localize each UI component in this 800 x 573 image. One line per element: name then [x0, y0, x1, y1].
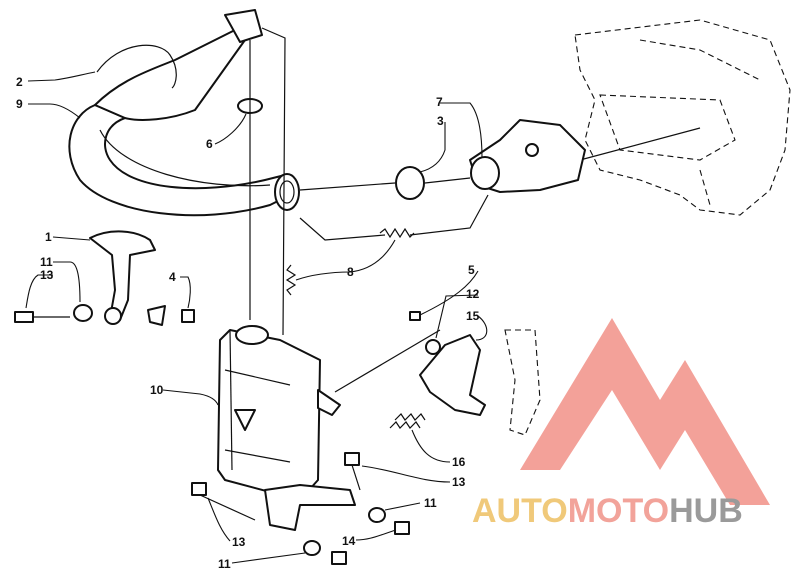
- pipe-spring: [96, 44, 177, 89]
- pipe-bracket: [14, 230, 195, 326]
- callout-11-bracket: 11: [40, 255, 53, 269]
- callout-2: 2: [16, 75, 23, 89]
- callout-6: 6: [206, 137, 213, 151]
- callout-12: 12: [466, 287, 480, 301]
- leader-lines: [25, 71, 488, 564]
- engine-outline: [574, 19, 791, 216]
- callout-3: 3: [437, 114, 444, 128]
- callout-7: 7: [436, 95, 443, 109]
- watermark-logo: [520, 318, 770, 505]
- callout-16: 16: [452, 455, 466, 469]
- muffler-hardware: [191, 452, 410, 565]
- spring-vertical: [285, 264, 297, 296]
- watermark-hub: HUB: [669, 492, 743, 530]
- seal-ring: [395, 166, 425, 200]
- mount-plate: [389, 311, 541, 436]
- callout-8: 8: [347, 265, 354, 279]
- callout-9: 9: [16, 97, 23, 111]
- callout-13-bracket: 13: [40, 268, 54, 282]
- guide-lines: [249, 27, 489, 393]
- callout-13-bottom: 13: [232, 535, 246, 549]
- callout-10: 10: [150, 383, 164, 397]
- callout-14: 14: [342, 534, 356, 548]
- exhaust-manifold: [469, 119, 586, 193]
- callout-5: 5: [468, 263, 475, 277]
- watermark-auto: AUTO: [472, 492, 568, 530]
- callout-11-bottom: 11: [218, 557, 231, 571]
- callout-13-right: 13: [452, 475, 466, 489]
- callout-labels: 1 2 3 4 5 6 7 8 9 10 11 11 11 12 13 13 1…: [16, 75, 480, 571]
- callout-4: 4: [169, 270, 176, 284]
- watermark-text: AUTOMOTOHUB: [472, 492, 743, 530]
- callout-1: 1: [45, 230, 52, 244]
- callout-11-right: 11: [424, 496, 437, 510]
- muffler: [217, 325, 356, 531]
- callout-15: 15: [466, 309, 480, 323]
- exhaust-pipe: [68, 9, 300, 217]
- watermark-moto: MOTO: [568, 492, 669, 530]
- logo-triangle-icon: [520, 318, 770, 505]
- spring-horizontal: [379, 227, 415, 239]
